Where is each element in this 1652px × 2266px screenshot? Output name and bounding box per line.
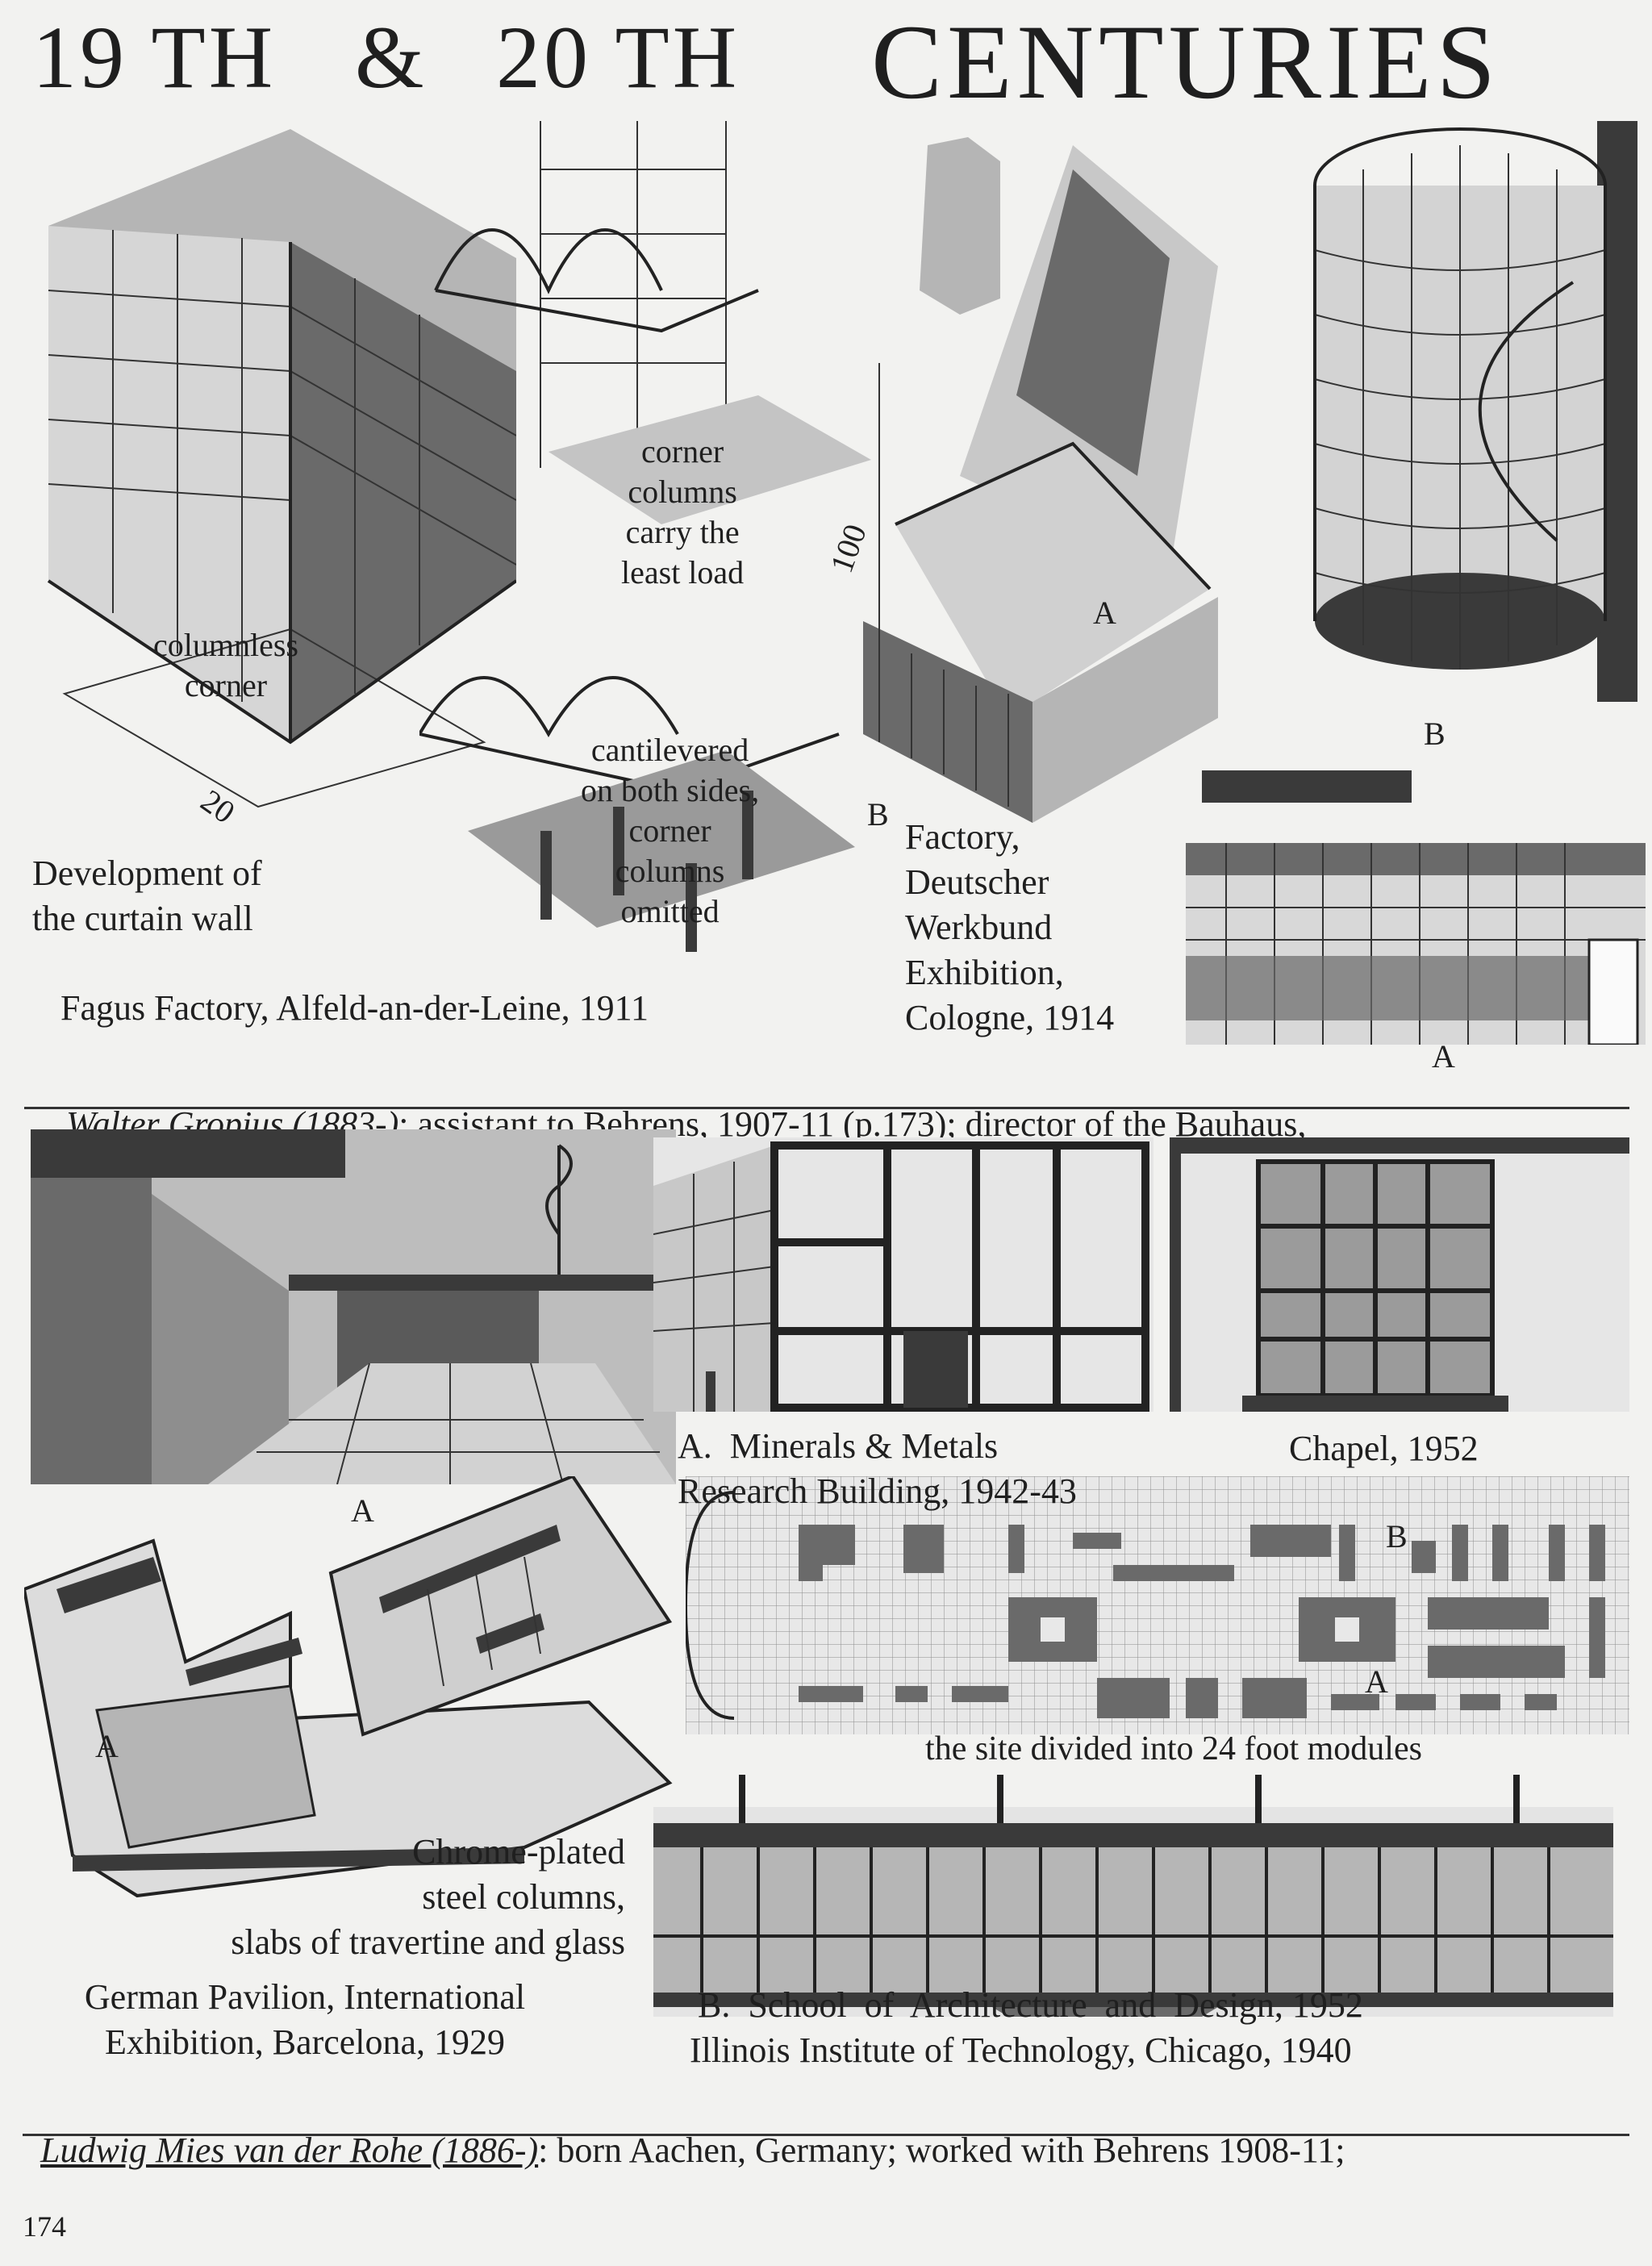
page-number: 174 (23, 2210, 66, 2243)
title-centuries: CENTURIES (871, 2, 1500, 121)
mies-line: Ludwig Mies van der Rohe (1886-): born A… (23, 2083, 1345, 2173)
werkbund-factory-illustration (863, 137, 1218, 823)
caption-school-line2: Illinois Institute of Technology, Chicag… (690, 2030, 1352, 2070)
divider-mies (23, 2134, 1629, 2136)
caption-werkbund: Factory, Deutscher Werkbund Exhibition, … (905, 817, 1115, 1037)
marker-site-a: A (1365, 1663, 1388, 1700)
caption-site-modules: the site divided into 24 foot modules (925, 1730, 1422, 1767)
corner-columns-illustration (419, 121, 871, 952)
fagus-corner-illustration (47, 129, 516, 808)
chapel-illustration (1170, 1137, 1629, 1412)
site-plan-grid-illustration (686, 1476, 1629, 1734)
title-19th: 19 TH (32, 8, 277, 106)
title-ampersand: & (355, 8, 428, 106)
marker-elevation-a: A (1432, 1038, 1455, 1075)
pavilion-plan-illustration (24, 1476, 673, 1898)
pavilion-perspective-illustration (31, 1129, 676, 1484)
factory-elevation-illustration (1186, 770, 1646, 1045)
marker-site-b: B (1386, 1518, 1408, 1554)
divider-gropius (24, 1107, 1629, 1109)
gropius-line: Walter Gropius (1883-): assistant to Beh… (48, 1057, 1306, 1147)
marker-werkbund-b: B (867, 796, 889, 833)
marker-pavilion-plan-a: A (95, 1728, 119, 1764)
label-cantilevered: cantilevered on both sides, corner colum… (581, 732, 760, 929)
caption-minerals-metals: A. Minerals & Metals Research Building, … (678, 1426, 1077, 1511)
marker-pavilion-top-a: A (351, 1492, 374, 1529)
label-corner-columns-load: corner columns carry the least load (621, 433, 745, 590)
caption-pavilion-materials: Chrome-plated steel columns, slabs of tr… (231, 1832, 625, 1962)
caption-fagus: Fagus Factory, Alfeld-an-der-Leine, 1911 (60, 988, 649, 1028)
mies-name: Ludwig Mies van der Rohe (1886-) (40, 2130, 539, 2170)
caption-chapel: Chapel, 1952 (1289, 1429, 1479, 1468)
caption-german-pavilion: German Pavilion, International Exhibitio… (84, 1977, 526, 2062)
label-columnless-corner: columnless corner (153, 627, 298, 703)
mies-text: : born Aachen, Germany; worked with Behr… (538, 2130, 1345, 2170)
marker-werkbund-a: A (1093, 595, 1116, 631)
caption-curtain-wall: Development of the curtain wall (32, 853, 262, 938)
glass-stair-tower-illustration (1313, 121, 1637, 702)
school-architecture-illustration (653, 1775, 1613, 2017)
caption-school-line1: B. School of Architecture and Design, 19… (698, 1985, 1363, 2025)
minerals-metals-building-illustration (653, 1137, 1153, 1412)
title-20th: 20 TH (496, 8, 740, 106)
marker-stair-tower-b: B (1424, 716, 1446, 752)
